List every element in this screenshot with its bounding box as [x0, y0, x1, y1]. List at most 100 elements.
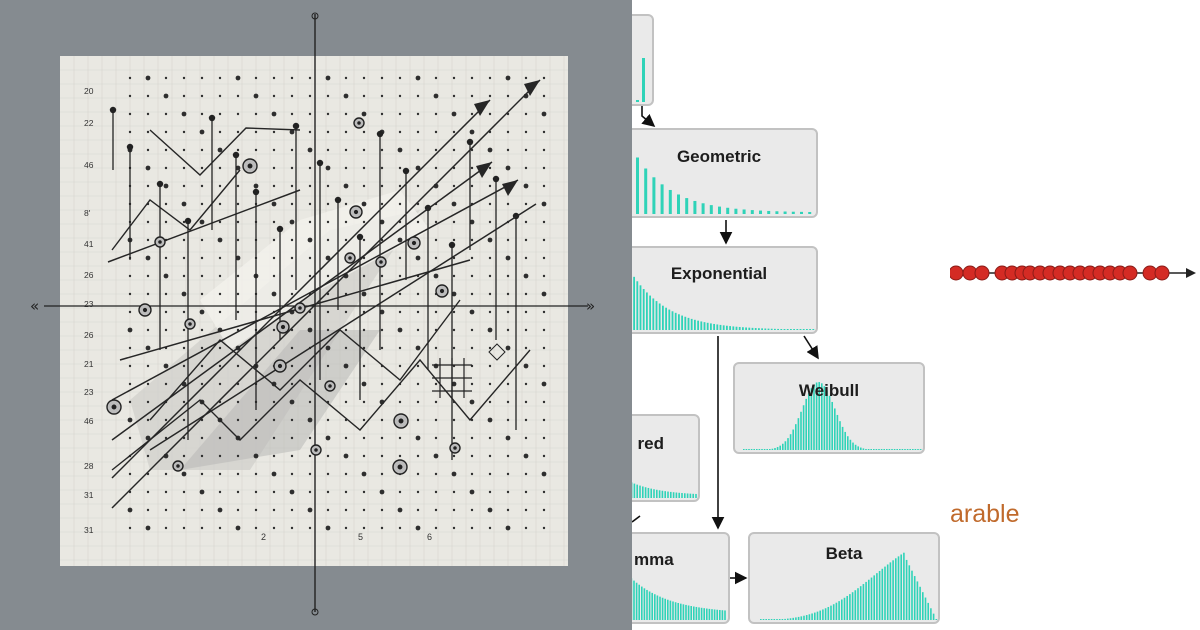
- lattice-dot: [452, 436, 456, 440]
- lattice-dot: [542, 76, 546, 80]
- histogram-bar: [844, 431, 846, 450]
- lattice-dot: [164, 166, 168, 170]
- histogram-bar: [867, 449, 870, 450]
- node-circle-center: [111, 404, 117, 410]
- right-arrow-glyph: »: [586, 297, 595, 315]
- lattice-dot: [434, 346, 438, 350]
- histogram-bar: [664, 491, 666, 498]
- lattice-dot: [488, 76, 492, 80]
- lattice-dot: [416, 94, 420, 98]
- histogram-bar: [750, 449, 753, 450]
- histogram-bar: [716, 609, 718, 620]
- lattice-dot: [200, 202, 204, 206]
- node-title-gamma: mma: [634, 550, 674, 569]
- lattice-dot: [344, 202, 348, 206]
- histogram-bar: [802, 329, 805, 330]
- lattice-dot: [452, 490, 456, 494]
- lattice-dot: [290, 454, 294, 458]
- lattice-dot: [272, 274, 276, 278]
- lattice-dot: [488, 202, 492, 206]
- lattice-dot: [416, 292, 420, 296]
- lattice-dot: [470, 346, 474, 350]
- lattice-dot: [416, 418, 420, 422]
- lattice-dot: [182, 346, 186, 350]
- lattice-dot: [254, 148, 258, 152]
- histogram-bar: [665, 307, 667, 330]
- lattice-dot: [308, 166, 312, 170]
- histogram-bar: [906, 449, 909, 450]
- diagonal-line: [107, 189, 301, 263]
- lattice-dot: [272, 166, 276, 170]
- lattice-dot: [488, 256, 492, 260]
- node-title-beta: Beta: [825, 544, 863, 563]
- histogram-bar: [860, 447, 862, 450]
- lattice-dot: [434, 526, 438, 530]
- lattice-dot: [416, 220, 420, 224]
- lattice-dot: [434, 130, 438, 134]
- histogram-bar: [686, 493, 689, 498]
- histogram-bar: [670, 491, 672, 498]
- lattice-dot: [272, 490, 276, 494]
- lattice-dot: [344, 472, 348, 476]
- histogram-bar: [781, 619, 784, 620]
- lattice-dot: [452, 310, 456, 314]
- lattice-dot: [398, 310, 402, 314]
- lattice-dot: [344, 436, 348, 440]
- lattice-dot: [433, 93, 439, 99]
- histogram-bar: [656, 595, 659, 620]
- lattice-dot: [361, 111, 367, 117]
- lattice-dot: [218, 364, 222, 368]
- lattice-dot: [524, 130, 528, 134]
- histogram-bar: [792, 429, 794, 450]
- lattice-dot: [289, 399, 295, 405]
- histogram-bar: [901, 449, 904, 450]
- lattice-dot: [344, 346, 348, 350]
- lattice-dot: [325, 435, 331, 441]
- lattice-dot: [254, 130, 258, 134]
- lattice-dot: [236, 490, 240, 494]
- lattice-dot: [542, 328, 546, 332]
- lattice-dot: [128, 364, 132, 368]
- node-circle-center: [397, 464, 403, 470]
- lattice-dot: [416, 328, 420, 332]
- lattice-dot: [326, 472, 330, 476]
- lattice-dot: [326, 328, 330, 332]
- histogram-bar: [878, 449, 880, 450]
- lattice-dot: [398, 346, 402, 350]
- lattice-dot: [182, 94, 186, 98]
- lattice-dot: [253, 453, 259, 459]
- lattice-dot: [326, 508, 330, 512]
- histogram-bar: [884, 566, 886, 620]
- lattice-dot: [236, 400, 240, 404]
- lattice-dot: [361, 201, 367, 207]
- lattice-dot: [272, 148, 276, 152]
- histogram-bar: [780, 329, 783, 330]
- histogram-bar: [904, 449, 906, 450]
- lattice-dot: [181, 111, 187, 117]
- node-circle-center: [357, 121, 361, 125]
- lattice-dot: [290, 436, 294, 440]
- lattice-dot: [236, 310, 240, 314]
- bars-beta: [760, 552, 938, 620]
- histogram-bar: [697, 320, 699, 330]
- lattice-dot: [290, 238, 294, 242]
- histogram-bar: [706, 322, 709, 330]
- x-tick-label: 2: [261, 532, 266, 542]
- lattice-dot: [146, 454, 150, 458]
- lattice-dot: [452, 454, 456, 458]
- histogram-bar: [658, 303, 661, 330]
- lattice-dot: [470, 256, 474, 260]
- lattice-dot: [362, 94, 366, 98]
- lattice-dot: [415, 435, 421, 441]
- lattice-dot: [182, 76, 186, 80]
- node-box-top: [632, 14, 654, 106]
- lattice-dot: [200, 382, 204, 386]
- lattice-dot: [236, 274, 240, 278]
- bead-arrow-head: [1186, 268, 1196, 278]
- bars-weibull: [743, 382, 922, 450]
- lattice-dot: [542, 274, 546, 278]
- lattice-dot: [182, 274, 186, 278]
- histogram-bar: [771, 448, 774, 450]
- lattice-dot: [182, 400, 186, 404]
